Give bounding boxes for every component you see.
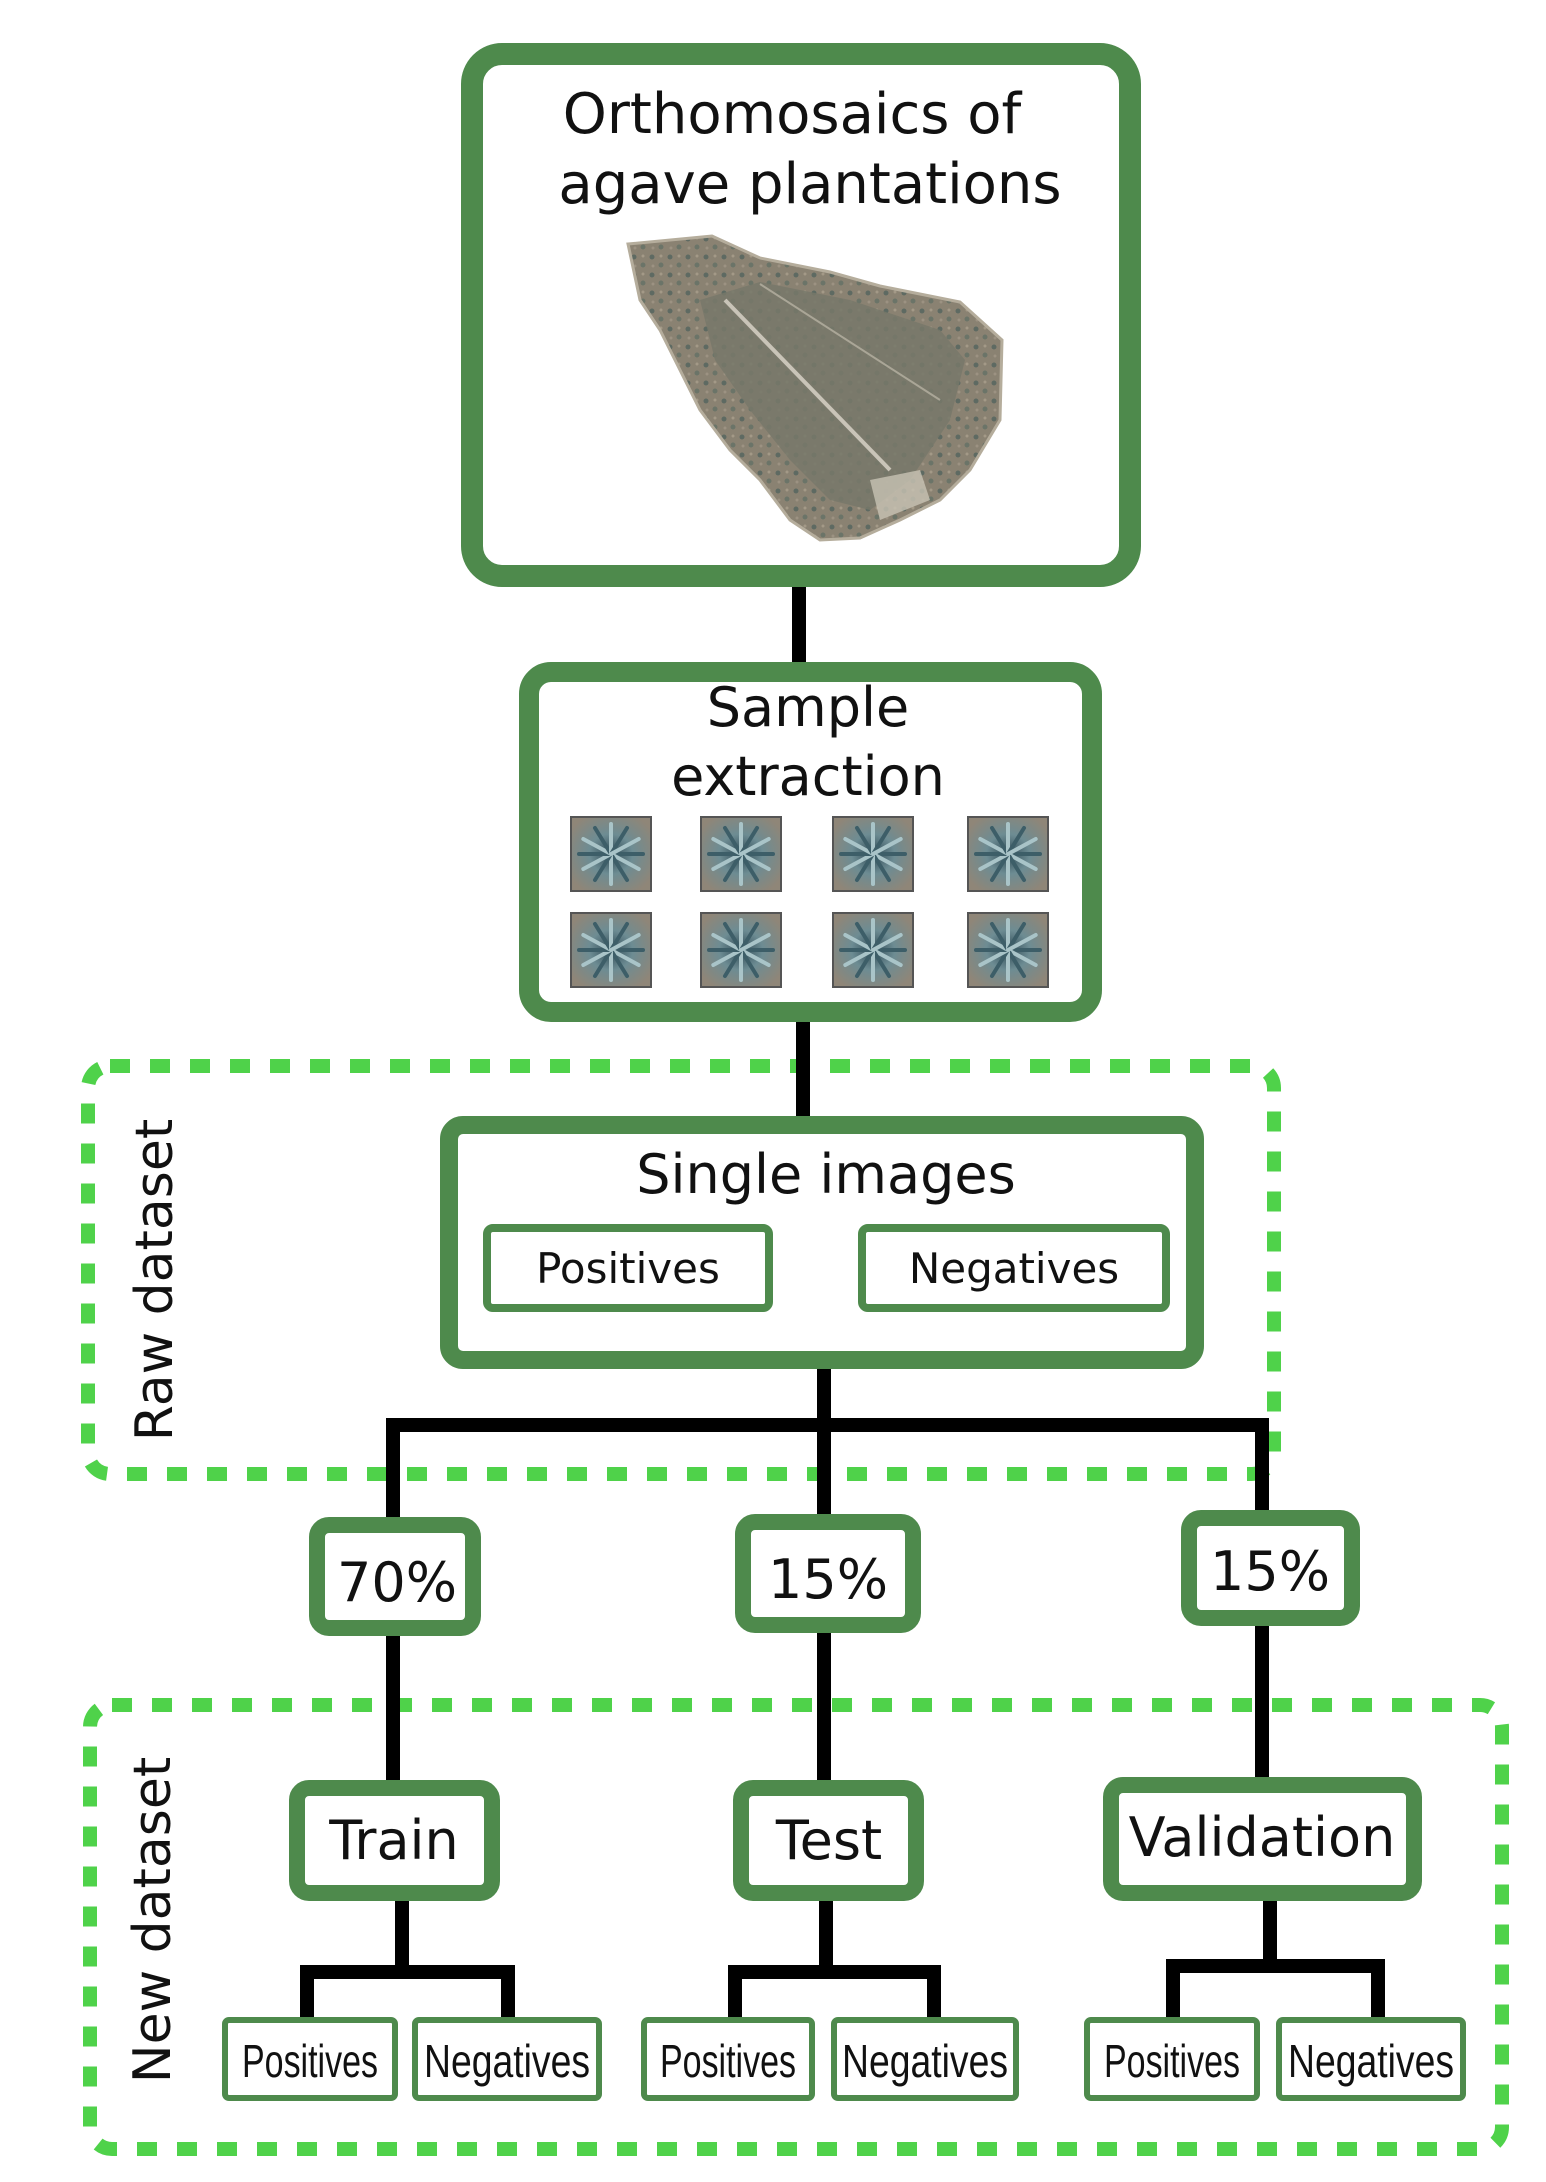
single-images-negatives-box [858, 1224, 1170, 1312]
single-images-negatives-label: Negatives [909, 1244, 1119, 1293]
orthomosaic-title-line2: agave plantations [558, 152, 1061, 217]
validation-box [1103, 1777, 1422, 1901]
new-dataset-region [83, 1698, 1509, 2156]
validation-negatives: Negatives [1276, 2017, 1466, 2101]
sample-extraction-title-line1: Sample [707, 676, 909, 739]
train-positives-label: Positives [242, 2035, 378, 2087]
agave-thumbnail [832, 912, 914, 988]
test-negatives: Negatives [831, 2017, 1019, 2101]
train-negatives-label: Negatives [424, 2035, 590, 2087]
validation-percent-label: 15% [1210, 1540, 1330, 1603]
test-percent-label: 15% [768, 1548, 888, 1611]
agave-thumbnail [570, 816, 652, 892]
single-images-title: Single images [636, 1143, 1016, 1206]
raw-dataset-region [81, 1059, 1281, 1481]
new-dataset-label: New dataset [123, 1757, 183, 2084]
test-box [733, 1780, 924, 1901]
agave-thumbnail [700, 816, 782, 892]
train-percent-box [309, 1517, 481, 1636]
validation-label: Validation [1129, 1806, 1396, 1869]
agave-thumbnail [700, 912, 782, 988]
connector-lines [300, 583, 1385, 2018]
validation-negatives-label: Negatives [1288, 2035, 1454, 2087]
validation-percent-box [1181, 1510, 1360, 1626]
sample-extraction-box [519, 662, 1102, 1022]
agave-thumbnail [570, 912, 652, 988]
train-percent-label: 70% [337, 1551, 457, 1614]
test-positives-label: Positives [660, 2035, 796, 2087]
raw-dataset-label: Raw dataset [125, 1119, 185, 1442]
test-label: Test [775, 1809, 882, 1872]
validation-positives-label: Positives [1104, 2035, 1240, 2087]
train-negatives: Negatives [412, 2017, 602, 2101]
agave-thumbnail [832, 816, 914, 892]
single-images-positives-label: Positives [536, 1244, 720, 1293]
test-negatives-label: Negatives [842, 2035, 1008, 2087]
train-label: Train [328, 1809, 459, 1872]
orthomosaic-title-line1: Orthomosaics of [563, 82, 1023, 147]
sample-extraction-title-line2: extraction [671, 745, 945, 808]
test-percent-box [735, 1514, 921, 1633]
orthomosaic-image [626, 234, 1004, 542]
agave-thumbnail [967, 816, 1049, 892]
train-positives: Positives [222, 2017, 398, 2101]
single-images-positives-box [483, 1224, 773, 1312]
train-box [289, 1780, 500, 1901]
validation-positives: Positives [1084, 2017, 1260, 2101]
agave-thumbnail [967, 912, 1049, 988]
agave-thumbnails [570, 816, 1049, 988]
test-positives: Positives [641, 2017, 815, 2101]
